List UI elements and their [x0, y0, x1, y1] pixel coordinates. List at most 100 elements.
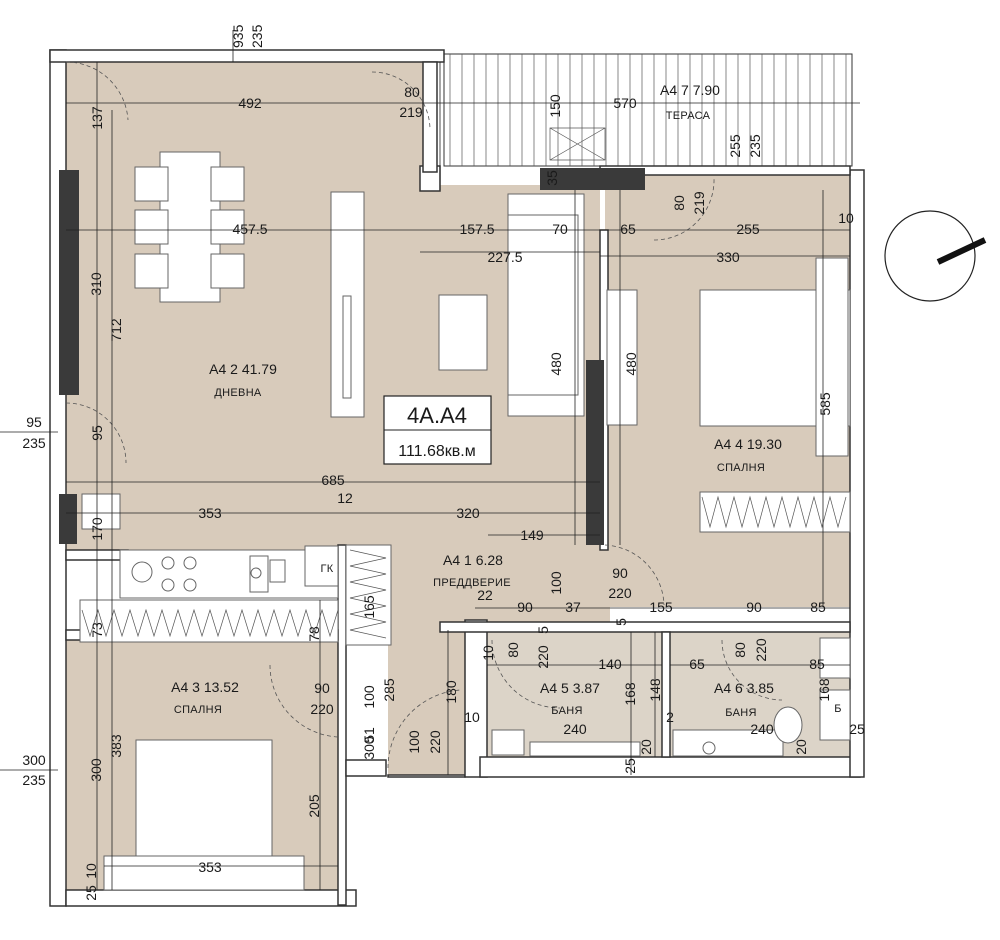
dim-20a: 20 [638, 739, 654, 755]
dim-170: 170 [89, 517, 105, 541]
dim-90b: 90 [517, 599, 533, 615]
wardrobe-bed2 [79, 599, 339, 643]
dim-240a: 240 [563, 721, 587, 737]
dim-12a: 12 [337, 490, 353, 506]
dim-220c: 220 [753, 638, 769, 662]
dim-219a: 219 [399, 104, 423, 120]
dim-10c: 10 [464, 709, 480, 725]
dim-100a: 100 [548, 571, 564, 595]
bedroom2-number: А4 3 13.52 [171, 679, 239, 695]
dim-480b: 480 [623, 352, 639, 376]
apartment-code: 4A.A4 [407, 403, 467, 428]
dim-240b: 240 [750, 721, 774, 737]
dim-25a: 25 [622, 758, 638, 774]
hall-wardrobe [345, 544, 392, 646]
dim-95a: 95 [26, 414, 42, 430]
bath1-number: А4 5 3.87 [540, 680, 600, 696]
dim-219b: 219 [691, 191, 707, 215]
dim-51: 51 [361, 727, 377, 743]
dim-10a: 10 [838, 210, 854, 226]
dim-712: 712 [108, 318, 124, 342]
apartment-title: 4A.A4 111.68кв.м [383, 395, 492, 465]
dim-168a: 168 [622, 682, 638, 706]
dim-235c: 235 [22, 435, 46, 451]
dim-220b: 220 [535, 645, 551, 669]
dim-300a: 300 [361, 736, 377, 760]
dim-80b: 80 [671, 195, 687, 211]
north-arrow [884, 210, 987, 302]
bath2-number: А4 6 3.85 [714, 680, 774, 696]
dimension-texts-vertical: 935 235 137 150 255 235 35 80 219 310 71… [83, 24, 833, 900]
dim-100b: 100 [361, 685, 377, 709]
bedroom1-name: СПАЛНЯ [717, 462, 765, 474]
terrace-name: ТЕРАСА [666, 110, 711, 122]
bath1-name: БАНЯ [551, 705, 582, 717]
kitchen-counter [119, 549, 339, 599]
dim-227: 227.5 [487, 249, 522, 265]
dim-10d: 10 [83, 863, 99, 879]
dim-220d: 220 [310, 701, 334, 717]
dimension-texts: 492 80 219 570 457.5 157.5 70 65 255 10 … [22, 84, 865, 875]
dim-85a: 85 [810, 599, 826, 615]
dim-383: 383 [108, 734, 124, 758]
dim-80c: 80 [505, 642, 521, 658]
dim-25c: 25 [83, 885, 99, 901]
dim-180: 180 [443, 680, 459, 704]
fridge-label: ГК [321, 563, 334, 575]
dim-5b: 5 [613, 618, 629, 626]
dim-235d: 235 [22, 772, 46, 788]
dim-300-left: 300 [88, 758, 104, 782]
dim-35: 35 [544, 170, 560, 186]
coffee-table [438, 294, 488, 371]
dim-220a: 220 [608, 585, 632, 601]
hall-name: ПРЕДДВЕРИЕ [433, 577, 511, 589]
dim-20b: 20 [793, 739, 809, 755]
dim-330: 330 [716, 249, 740, 265]
living-name: ДНЕВНА [214, 387, 262, 399]
dim-10b: 10 [480, 645, 496, 661]
living-floor [66, 62, 436, 550]
dim-457: 457.5 [232, 221, 267, 237]
bedroom1-number: А4 4 19.30 [714, 436, 782, 452]
wardrobe-hatch [81, 495, 847, 639]
dim-220e: 220 [427, 730, 443, 754]
dim-492: 492 [238, 95, 262, 111]
dim-353b: 353 [198, 859, 222, 875]
dim-73: 73 [89, 622, 105, 638]
dim-90d: 90 [314, 680, 330, 696]
bath2-name: БАНЯ [725, 707, 756, 719]
dim-22: 22 [477, 587, 493, 603]
dim-90c: 90 [746, 599, 762, 615]
terrace-number: А4 7 7.90 [660, 82, 720, 98]
dim-140: 140 [598, 656, 622, 672]
dim-168b: 168 [816, 678, 832, 702]
dim-2: 2 [666, 709, 674, 725]
dim-320: 320 [456, 505, 480, 521]
dim-137: 137 [89, 106, 105, 130]
dim-353a: 353 [198, 505, 222, 521]
dim-149: 149 [520, 527, 544, 543]
shower-label: Б [834, 703, 842, 715]
dim-100c: 100 [406, 730, 422, 754]
wardrobe-unit [606, 289, 638, 426]
room-labels: А4 2 41.79 ДНЕВНА А4 7 7.90 ТЕРАСА А4 4 … [171, 82, 842, 719]
dim-685: 685 [321, 472, 345, 488]
dim-570: 570 [613, 95, 637, 111]
dim-150: 150 [547, 94, 563, 118]
dim-25b: 25 [849, 721, 865, 737]
dim-95b: 95 [89, 425, 105, 441]
hall-number: А4 1 6.28 [443, 552, 503, 568]
dim-148: 148 [647, 678, 663, 702]
dim-85b: 85 [809, 656, 825, 672]
dim-235b: 235 [747, 134, 763, 158]
dim-90a: 90 [612, 565, 628, 581]
structural-columns [59, 168, 645, 545]
dim-480a: 480 [548, 352, 564, 376]
dim-310: 310 [88, 272, 104, 296]
dim-155: 155 [649, 599, 673, 615]
living-number: А4 2 41.79 [209, 361, 277, 377]
furniture [79, 151, 851, 891]
dim-205: 205 [306, 794, 322, 818]
dim-255a: 255 [727, 134, 743, 158]
